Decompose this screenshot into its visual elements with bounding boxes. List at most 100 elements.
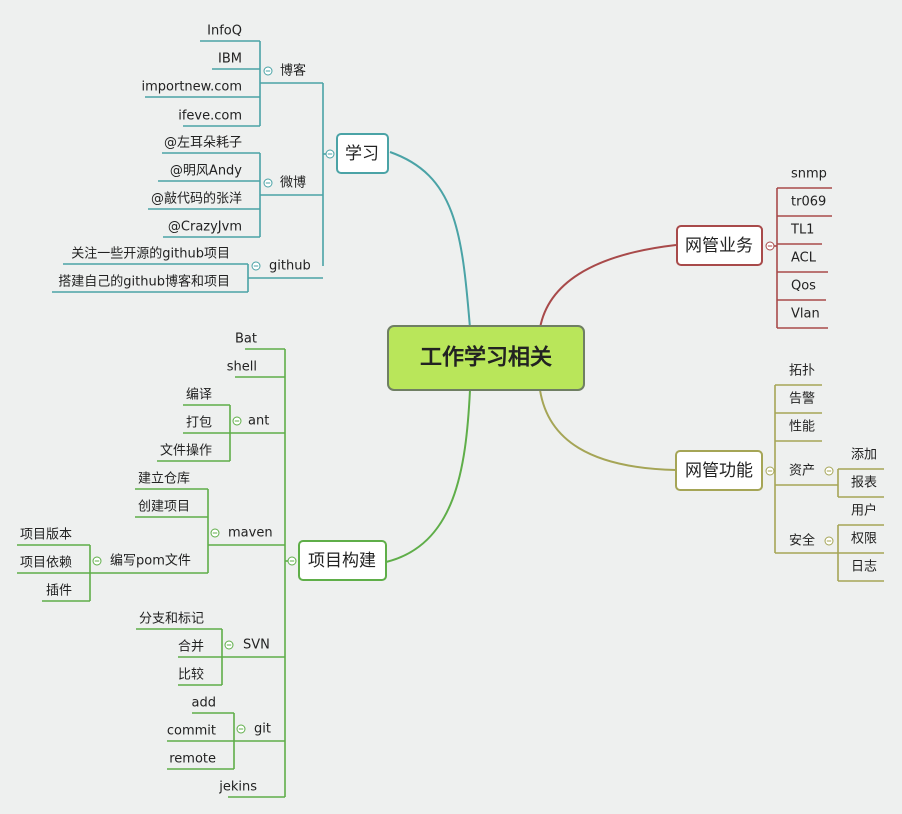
branch-function-toggle[interactable] bbox=[765, 466, 775, 476]
function-asset-leaf-0[interactable]: 添加 bbox=[838, 448, 884, 470]
learn-weibo[interactable]: 微博@左耳朵耗子@明风Andy@敲代码的张洋@CrazyJvm bbox=[148, 136, 323, 238]
build-jekins[interactable]: jekins bbox=[218, 780, 285, 798]
branch-learn-label: 学习 bbox=[345, 144, 379, 164]
central-topic-label: 工作学习相关 bbox=[420, 345, 552, 371]
business-leaf-1[interactable]: tr069 bbox=[777, 195, 832, 217]
function-security-leaf-0[interactable]: 用户 bbox=[838, 503, 884, 526]
business-leaf-3-label: ACL bbox=[791, 251, 817, 266]
function-security-label: 安全 bbox=[789, 533, 815, 549]
build-ant-leaf-1[interactable]: 打包 bbox=[183, 416, 230, 434]
business-leaf-2-label: TL1 bbox=[790, 223, 814, 238]
central-topic[interactable]: 工作学习相关 bbox=[387, 325, 585, 391]
build-svn-leaf-1[interactable]: 合并 bbox=[178, 640, 222, 658]
business-leaf-3[interactable]: ACL bbox=[777, 251, 828, 273]
learn-weibo-leaf-0-label: @左耳朵耗子 bbox=[164, 136, 242, 151]
central-topic-box bbox=[387, 325, 585, 391]
function-leaf-0[interactable]: 拓扑 bbox=[775, 364, 822, 386]
branch-function-label: 网管功能 bbox=[685, 461, 753, 481]
build-ant-leaf-2[interactable]: 文件操作 bbox=[157, 443, 230, 462]
learn-blog-leaf-1[interactable]: IBM bbox=[212, 52, 260, 70]
learn-blog-leaf-3[interactable]: ifeve.com bbox=[178, 109, 260, 127]
branch-build-toggle[interactable] bbox=[287, 556, 297, 566]
learn-blog-leaf-0-label: InfoQ bbox=[207, 24, 242, 39]
function-leaf-1[interactable]: 告警 bbox=[775, 391, 822, 414]
learn-github-leaf-1[interactable]: 搭建自己的github博客和项目 bbox=[52, 274, 248, 293]
business-leaf-4[interactable]: Qos bbox=[777, 279, 826, 301]
build-git-leaf-1[interactable]: commit bbox=[167, 724, 234, 742]
build-bat[interactable]: Bat bbox=[235, 332, 285, 350]
build-svn-label: SVN bbox=[243, 638, 270, 653]
function-asset-leaf-0-label: 添加 bbox=[851, 448, 877, 463]
learn-github-leaf-0[interactable]: 关注一些开源的github项目 bbox=[63, 246, 248, 265]
learn-weibo-leaf-0[interactable]: @左耳朵耗子 bbox=[162, 136, 260, 154]
business-leaf-5[interactable]: Vlan bbox=[777, 307, 828, 329]
learn-github-leaf-0-label: 关注一些开源的github项目 bbox=[71, 246, 230, 262]
function-security-toggle[interactable] bbox=[824, 536, 834, 546]
business-leaf-2[interactable]: TL1 bbox=[777, 223, 822, 245]
learn-weibo-leaf-2[interactable]: @敲代码的张洋 bbox=[148, 191, 260, 210]
build-git-leaf-0-label: add bbox=[192, 696, 216, 711]
build-git-leaf-2[interactable]: remote bbox=[167, 752, 234, 770]
function-leaf-1-label: 告警 bbox=[789, 391, 815, 407]
function-security-leaf-1[interactable]: 权限 bbox=[838, 531, 884, 554]
function-security-leaf-2[interactable]: 日志 bbox=[838, 560, 884, 582]
branch-build-box bbox=[298, 540, 387, 581]
branch-learn-toggle[interactable] bbox=[325, 149, 335, 159]
build-maven-pom-leaf-0[interactable]: 项目版本 bbox=[17, 528, 90, 546]
build-ant-leaf-2-label: 文件操作 bbox=[160, 443, 212, 459]
function-leaf-2[interactable]: 性能 bbox=[775, 420, 822, 442]
branch-build-label: 项目构建 bbox=[308, 551, 376, 571]
connector-business bbox=[539, 244, 677, 329]
build-maven-toggle[interactable] bbox=[210, 528, 220, 538]
build-maven-pom-leaf-1[interactable]: 项目依赖 bbox=[17, 556, 90, 574]
build-svn-toggle[interactable] bbox=[224, 640, 234, 650]
build-git-leaf-0[interactable]: add bbox=[192, 696, 234, 714]
function-asset-leaf-1[interactable]: 报表 bbox=[838, 476, 884, 498]
build-ant-toggle[interactable] bbox=[232, 416, 242, 426]
learn-weibo-leaf-3[interactable]: @CrazyJvm bbox=[163, 220, 260, 238]
connector-learn bbox=[389, 151, 471, 329]
branch-business-box bbox=[676, 225, 763, 266]
build-ant-leaf-0[interactable]: 编译 bbox=[183, 388, 230, 406]
branch-learn[interactable]: 学习博客InfoQIBMimportnew.comifeve.com微博@左耳朵… bbox=[52, 24, 389, 293]
build-svn-leaf-2[interactable]: 比较 bbox=[178, 668, 222, 686]
learn-weibo-leaf-2-label: @敲代码的张洋 bbox=[151, 191, 242, 207]
branch-build[interactable]: 项目构建Batshelljekinsant编译打包文件操作SVN分支和标记合并比… bbox=[17, 332, 387, 798]
build-git-toggle[interactable] bbox=[236, 724, 246, 734]
learn-github-toggle[interactable] bbox=[251, 261, 261, 271]
function-asset-toggle[interactable] bbox=[824, 466, 834, 476]
build-maven-leaf-1-label: 创建项目 bbox=[138, 500, 190, 515]
build-maven-pom-toggle[interactable] bbox=[92, 556, 102, 566]
build-maven-leaf-0[interactable]: 建立仓库 bbox=[135, 471, 208, 490]
learn-blog-leaf-0[interactable]: InfoQ bbox=[200, 24, 260, 42]
learn-weibo-leaf-1[interactable]: @明风Andy bbox=[158, 164, 260, 182]
build-shell[interactable]: shell bbox=[227, 360, 285, 378]
build-svn-leaf-0[interactable]: 分支和标记 bbox=[136, 612, 222, 630]
learn-github-label: github bbox=[269, 259, 311, 274]
branch-business-toggle[interactable] bbox=[765, 241, 775, 251]
build-shell-label: shell bbox=[227, 360, 257, 375]
build-maven-pom-label: 编写pom文件 bbox=[110, 554, 191, 569]
build-maven-pom-leaf-2[interactable]: 插件 bbox=[42, 584, 90, 602]
learn-blog-toggle[interactable] bbox=[263, 66, 273, 76]
branch-business-label: 网管业务 bbox=[685, 236, 753, 256]
build-ant-leaf-0-label: 编译 bbox=[186, 388, 212, 403]
function-leaf-0-label: 拓扑 bbox=[789, 364, 815, 379]
business-leaf-0[interactable]: snmp bbox=[777, 167, 832, 189]
learn-blog-leaf-2[interactable]: importnew.com bbox=[142, 80, 261, 98]
learn-blog-leaf-2-label: importnew.com bbox=[142, 80, 243, 95]
learn-weibo-toggle[interactable] bbox=[263, 178, 273, 188]
build-maven-leaf-1[interactable]: 创建项目 bbox=[135, 500, 208, 518]
